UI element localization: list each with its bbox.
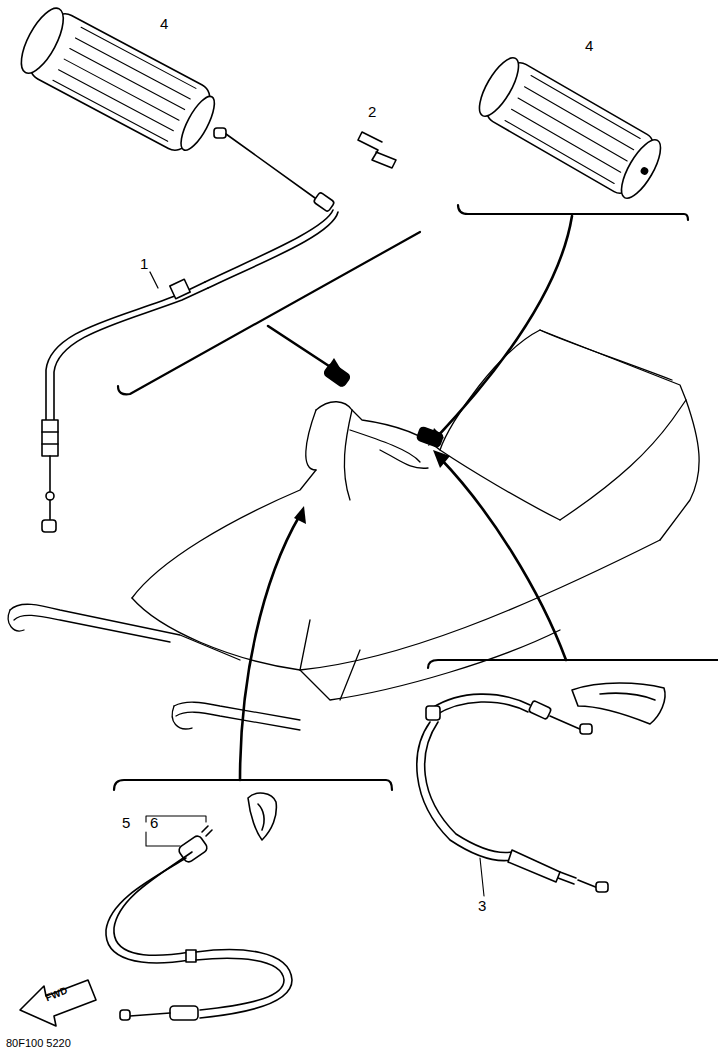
handle-grip [13, 2, 223, 159]
callout-number: 4 [160, 16, 168, 31]
group-bracket [118, 232, 420, 394]
group-bracket [114, 780, 392, 790]
drawing-code: 80F100 5220 [6, 1038, 71, 1049]
handle-grip [472, 52, 668, 203]
leader-line [150, 272, 158, 288]
brake-lever-cable [417, 683, 665, 896]
callout-number: 3 [478, 898, 486, 913]
callout-number: 2 [368, 104, 376, 119]
callout-number: 6 [150, 815, 158, 830]
throttle-cable [42, 128, 338, 532]
locator-arrow [240, 216, 572, 780]
fwd-arrow [20, 980, 96, 1026]
callout-number: 4 [585, 38, 593, 53]
lever-cable [106, 793, 292, 1020]
grip-marker [323, 362, 351, 387]
group-bracket [428, 660, 718, 668]
callout-number: 1 [140, 256, 148, 271]
callout-number: 5 [122, 815, 130, 830]
arrowhead [294, 358, 450, 524]
clip [358, 132, 396, 168]
snowmobile-outline [8, 330, 699, 730]
